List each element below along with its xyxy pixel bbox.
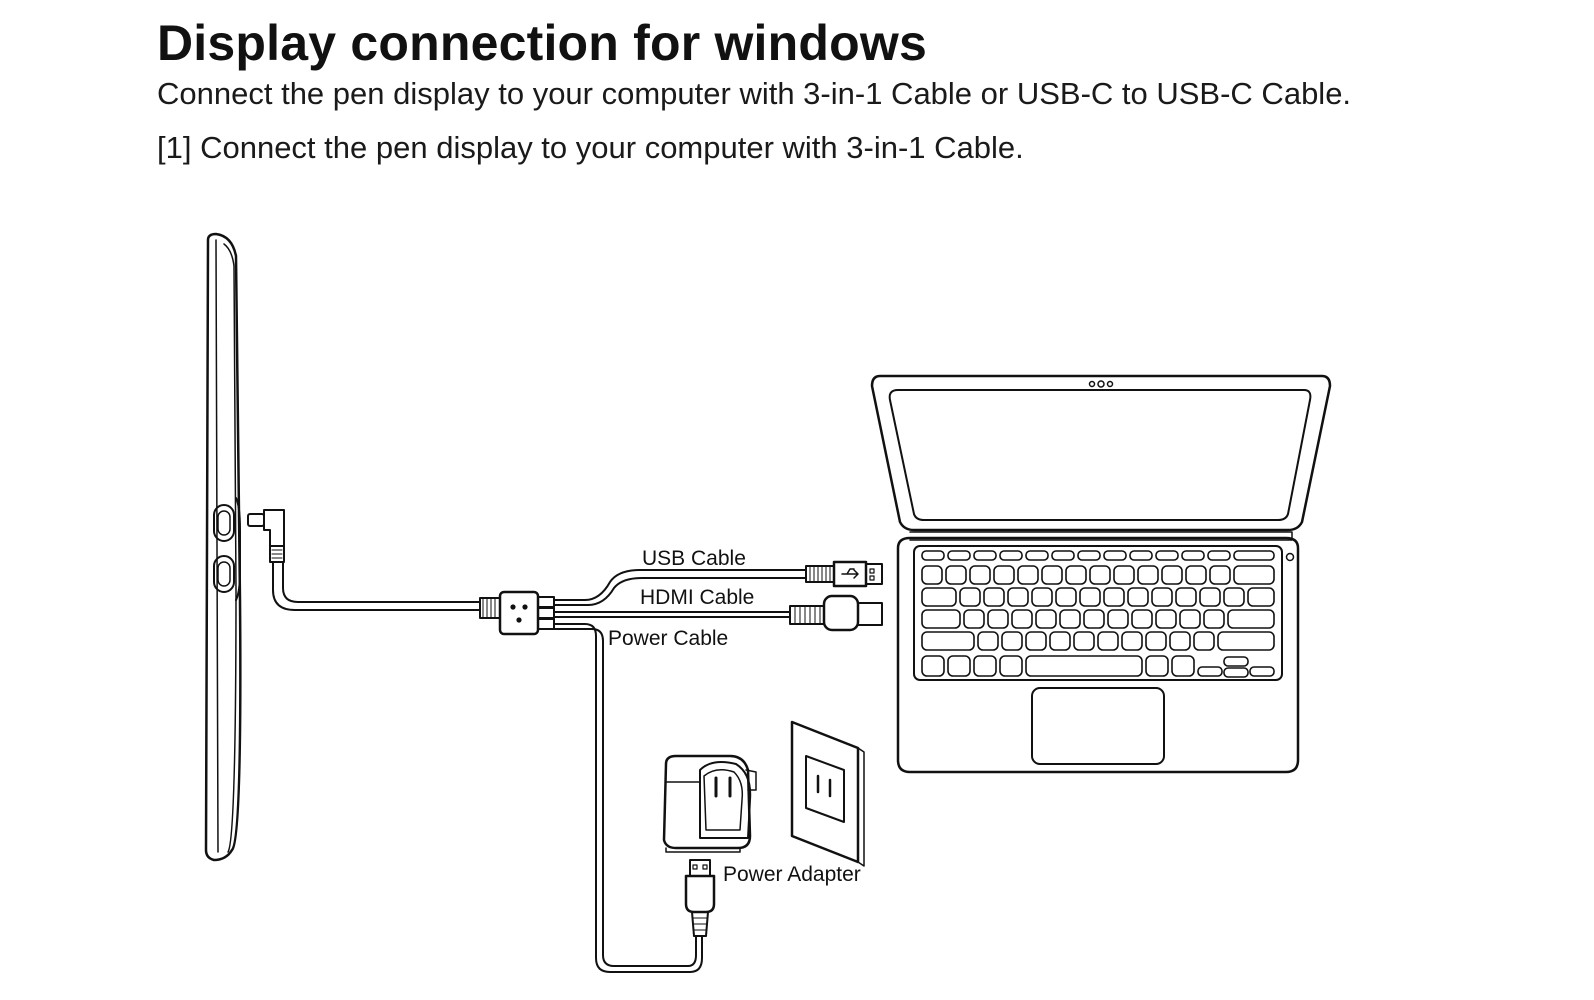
power-adapter: [662, 754, 757, 853]
power-cable: [553, 623, 716, 973]
wall-outlet: [790, 720, 865, 867]
power-usb-plug: [684, 859, 716, 937]
pen-display: [204, 232, 242, 862]
laptop-touchpad: [1031, 687, 1165, 765]
laptop: [870, 374, 1332, 774]
usb-c-angled-plug: [247, 509, 285, 563]
power-adapter-label: Power Adapter: [723, 863, 861, 886]
hdmi-cable: [553, 594, 883, 632]
cable-splitter: [479, 590, 555, 636]
usb-cable-label: USB Cable: [642, 547, 746, 570]
power-cable-label: Power Cable: [608, 627, 728, 650]
page-title: Display connection for windows: [157, 15, 927, 71]
usb-cable: [553, 560, 883, 606]
page-subtitle: Connect the pen display to your computer…: [157, 76, 1352, 111]
display-ports: [213, 497, 241, 601]
hdmi-cable-label: HDMI Cable: [640, 586, 754, 609]
step-instruction: [1] Connect the pen display to your comp…: [157, 130, 1024, 165]
main-cable: [272, 561, 481, 611]
laptop-keyboard: [921, 550, 1275, 678]
